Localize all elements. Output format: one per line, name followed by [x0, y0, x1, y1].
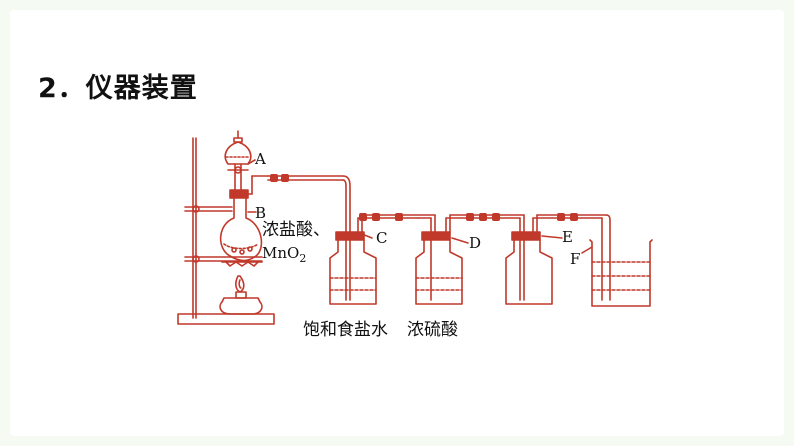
- bottle-c: [329, 214, 436, 305]
- label-reagent-acid: 浓盐酸、: [262, 220, 330, 240]
- label-a: A: [254, 150, 266, 168]
- label-reagent-mno2: MnO2: [262, 244, 306, 265]
- beaker-f: [589, 214, 653, 307]
- hose-connectors: [270, 174, 578, 221]
- iron-stand: [177, 137, 275, 325]
- round-bottom-flask: [219, 197, 263, 262]
- label-d: D: [469, 234, 481, 252]
- stopper-b: [229, 175, 269, 199]
- label-c: C: [376, 229, 387, 247]
- bottle-d: [415, 214, 525, 305]
- alcohol-lamp: [219, 275, 263, 315]
- bottle-e: [505, 214, 607, 305]
- label-e: E: [562, 228, 573, 246]
- separatory-funnel-a: [224, 130, 256, 191]
- leader-lines: [247, 211, 593, 254]
- slide-panel: [10, 10, 784, 436]
- delivery-tube-1: [267, 175, 351, 301]
- label-b: B: [255, 204, 266, 222]
- section-heading: 2．仪器装置: [38, 73, 198, 104]
- label-f: F: [570, 250, 580, 268]
- wire-gauze: [221, 261, 263, 267]
- label-bottle-d-content: 浓硫酸: [407, 320, 458, 340]
- label-bottle-c-content: 饱和食盐水: [303, 320, 388, 340]
